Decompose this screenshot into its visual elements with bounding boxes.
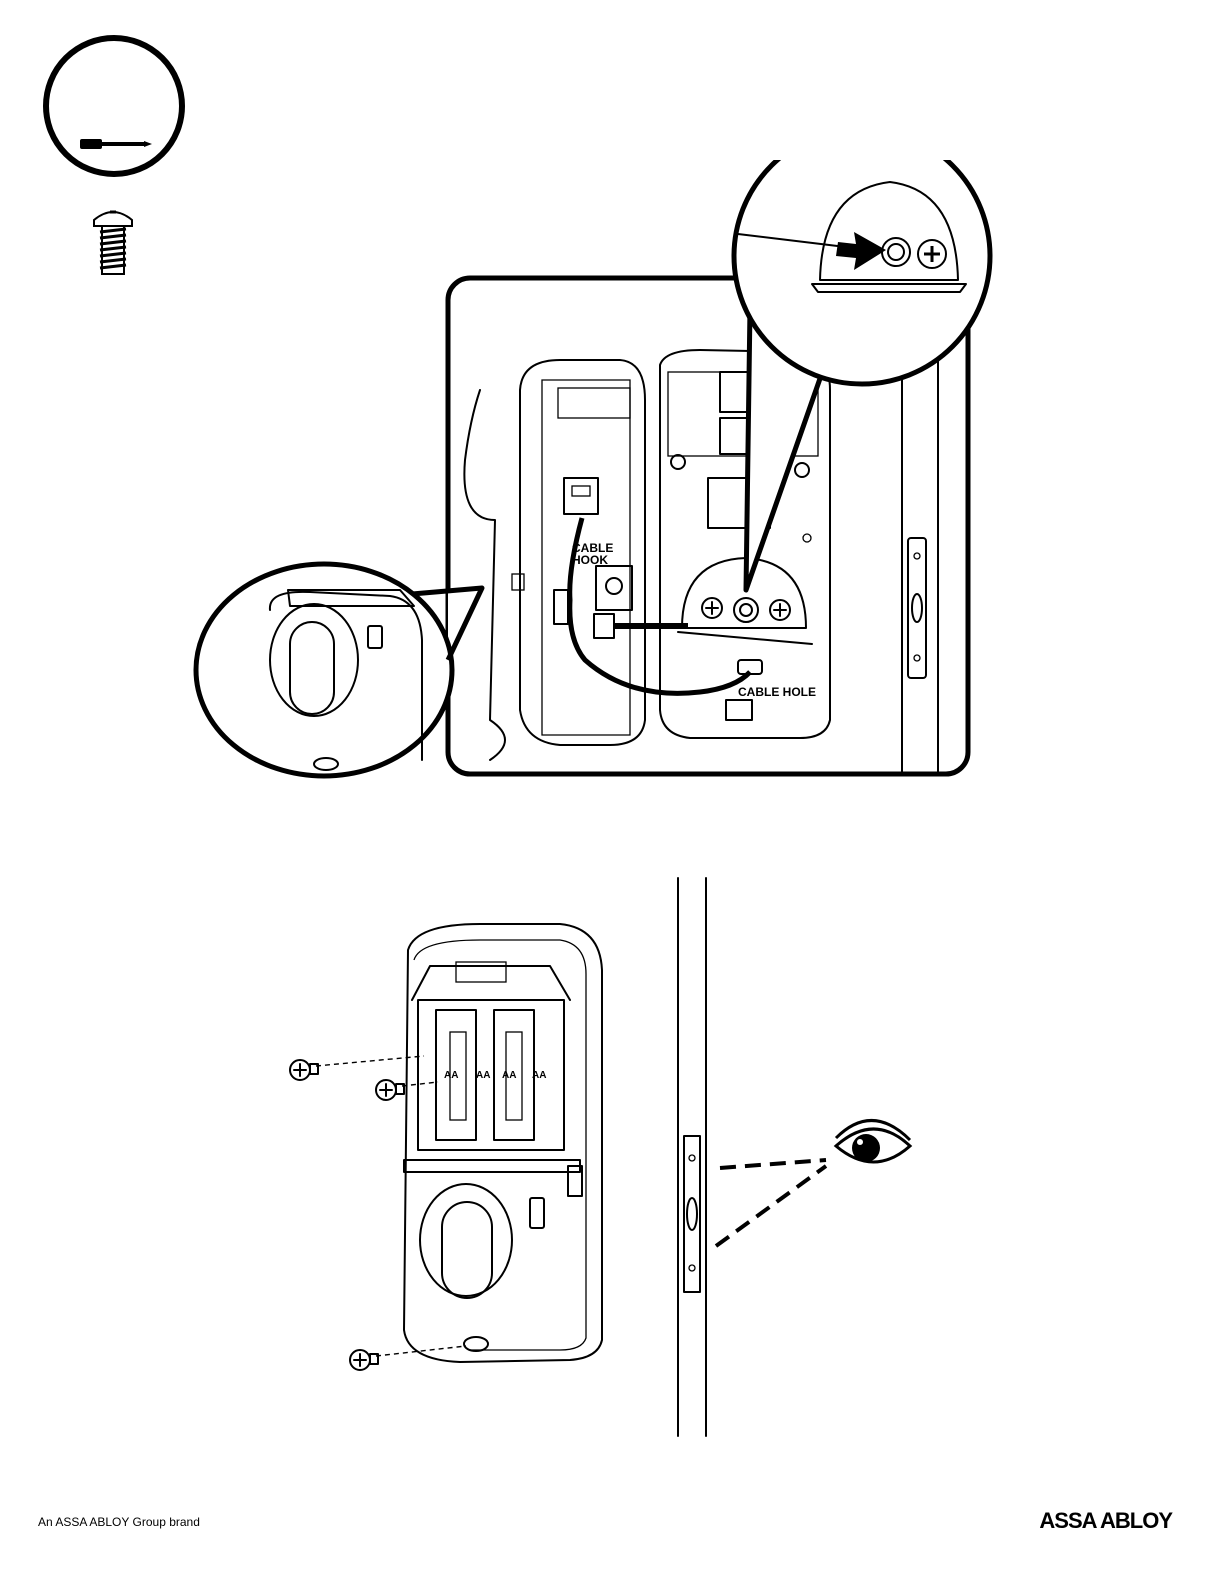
battery-label-3: AA (502, 1070, 516, 1081)
battery-housing-figure: AA AA AA AA (280, 910, 620, 1380)
cable-hole-label: CABLE HOLE (738, 685, 816, 699)
top-assembly-figure: CABLE HOOK CABLE HOLE (190, 160, 1000, 790)
eye-icon (836, 1120, 910, 1162)
battery-label-1: AA (444, 1070, 458, 1081)
screw-icon (290, 1060, 318, 1080)
hook-label: HOOK (572, 553, 608, 567)
battery-label-2: AA (476, 1070, 490, 1081)
footer-group-text: An ASSA ABLOY Group brand (38, 1515, 200, 1529)
screwdriver-icon (80, 139, 152, 149)
screw-icon (90, 206, 136, 278)
battery-label-4: AA (532, 1070, 546, 1081)
screw-icon (376, 1080, 404, 1100)
screw-icon (350, 1350, 378, 1370)
tool-badge (38, 30, 190, 182)
door-edge-inspection-figure (660, 876, 930, 1438)
assa-abloy-logo: ASSA ABLOY (1039, 1508, 1172, 1534)
